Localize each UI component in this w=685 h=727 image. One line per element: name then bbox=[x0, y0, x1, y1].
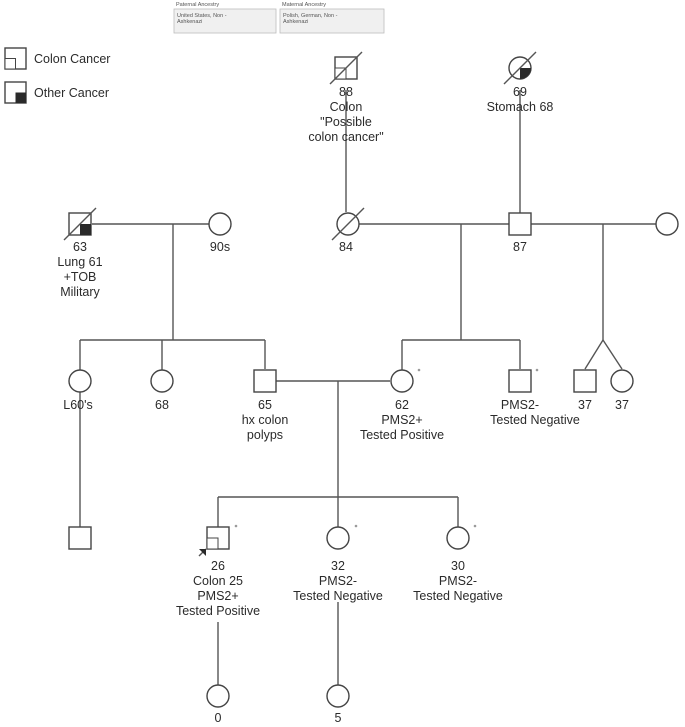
mother-symbol[interactable] bbox=[390, 369, 414, 393]
svg-text:30: 30 bbox=[451, 559, 465, 573]
niece-symbol[interactable] bbox=[326, 684, 350, 708]
maternal-grandmother-symbol[interactable] bbox=[331, 207, 365, 241]
sister-2-symbol[interactable] bbox=[446, 526, 470, 550]
svg-text:65: 65 bbox=[258, 398, 272, 412]
cousin-symbol[interactable] bbox=[68, 526, 92, 550]
maternal-ancestry-label: Maternal Ancestry bbox=[282, 2, 326, 8]
svg-text:Colon 25: Colon 25 bbox=[193, 574, 243, 588]
paternal-grandmother-label: 90s bbox=[210, 240, 230, 254]
genetic-test-marker bbox=[417, 368, 421, 372]
paternal-grandmother-symbol[interactable] bbox=[208, 212, 232, 236]
svg-text:PMS2-: PMS2- bbox=[319, 574, 357, 588]
father-label: 65 hx colon polyps bbox=[242, 398, 289, 442]
niece-label: 5 bbox=[335, 711, 342, 725]
proband-label: 26 Colon 25 PMS2+ Tested Positive bbox=[176, 559, 260, 618]
paternal-aunt-2-symbol[interactable] bbox=[150, 369, 174, 393]
svg-text:"Possible: "Possible bbox=[320, 115, 372, 129]
colon-cancer-legend-label: Colon Cancer bbox=[34, 52, 110, 66]
svg-text:PMS2-: PMS2- bbox=[501, 398, 539, 412]
relationship-lines bbox=[79, 90, 656, 685]
svg-text:polyps: polyps bbox=[247, 428, 283, 442]
svg-text:+TOB: +TOB bbox=[64, 270, 97, 284]
maternal-grandfather-symbol[interactable] bbox=[508, 212, 532, 236]
paternal-grandfather-symbol[interactable] bbox=[63, 207, 97, 241]
paternal-aunt-1-label: L60's bbox=[63, 398, 93, 412]
svg-text:Lung 61: Lung 61 bbox=[57, 255, 102, 269]
father-symbol[interactable] bbox=[253, 369, 277, 393]
maternal-ancestry-value-line2: Ashkenazi bbox=[283, 19, 308, 25]
genetic-test-marker bbox=[535, 368, 539, 372]
maternal-grandmother-label: 84 bbox=[339, 240, 353, 254]
genetic-test-marker bbox=[354, 524, 358, 528]
other-cancer-legend-icon bbox=[4, 81, 27, 104]
svg-text:Tested Positive: Tested Positive bbox=[176, 604, 260, 618]
svg-text:Colon: Colon bbox=[330, 100, 363, 114]
svg-text:Tested Negative: Tested Negative bbox=[490, 413, 580, 427]
paternal-ancestry-field[interactable]: Paternal Ancestry United States, Non - A… bbox=[173, 2, 277, 34]
svg-text:32: 32 bbox=[331, 559, 345, 573]
genetic-test-marker bbox=[473, 524, 477, 528]
svg-text:PMS2+: PMS2+ bbox=[197, 589, 238, 603]
twin-sister-symbol[interactable] bbox=[610, 369, 634, 393]
twin-brother-label: 37 bbox=[578, 398, 592, 412]
svg-text:PMS2-: PMS2- bbox=[439, 574, 477, 588]
maternal-uncle-symbol[interactable] bbox=[508, 369, 532, 393]
mother-label: 62 PMS2+ Tested Positive bbox=[360, 398, 444, 442]
sister-1-symbol[interactable] bbox=[326, 526, 350, 550]
proband-daughter-label: 0 bbox=[215, 711, 222, 725]
proband-arrow-icon bbox=[198, 548, 207, 557]
proband-daughter-symbol[interactable] bbox=[206, 684, 230, 708]
paternal-aunt-1-symbol[interactable] bbox=[68, 369, 92, 393]
svg-text:26: 26 bbox=[211, 559, 225, 573]
svg-text:Stomach 68: Stomach 68 bbox=[487, 100, 554, 114]
maternal-great-grandfather-symbol[interactable] bbox=[329, 51, 363, 85]
colon-cancer-legend-icon bbox=[4, 47, 27, 70]
grandfather-second-partner-symbol[interactable] bbox=[655, 212, 679, 236]
svg-text:62: 62 bbox=[395, 398, 409, 412]
sister-2-label: 30 PMS2- Tested Negative bbox=[413, 559, 503, 603]
other-cancer-legend-label: Other Cancer bbox=[34, 86, 109, 100]
svg-text:69: 69 bbox=[513, 85, 527, 99]
svg-text:hx colon: hx colon bbox=[242, 413, 289, 427]
twin-sister-label: 37 bbox=[615, 398, 629, 412]
legend: Colon Cancer Other Cancer bbox=[4, 47, 110, 104]
proband-symbol[interactable] bbox=[206, 526, 230, 550]
paternal-grandfather-label: 63 Lung 61 +TOB Military bbox=[57, 240, 102, 299]
maternal-uncle-label: PMS2- Tested Negative bbox=[490, 398, 580, 427]
svg-text:Tested Negative: Tested Negative bbox=[413, 589, 503, 603]
maternal-great-grandmother-label: 69 Stomach 68 bbox=[487, 85, 554, 114]
sister-1-label: 32 PMS2- Tested Negative bbox=[293, 559, 383, 603]
maternal-grandfather-label: 87 bbox=[513, 240, 527, 254]
svg-text:Tested Negative: Tested Negative bbox=[293, 589, 383, 603]
paternal-aunt-2-label: 68 bbox=[155, 398, 169, 412]
maternal-great-grandfather-label: 88 Colon "Possible colon cancer" bbox=[308, 85, 383, 144]
svg-text:Military: Military bbox=[60, 285, 100, 299]
svg-text:PMS2+: PMS2+ bbox=[381, 413, 422, 427]
paternal-ancestry-label: Paternal Ancestry bbox=[176, 2, 219, 8]
svg-text:Tested Positive: Tested Positive bbox=[360, 428, 444, 442]
svg-text:colon cancer": colon cancer" bbox=[308, 130, 383, 144]
maternal-ancestry-value-line1: Polish, German, Non - bbox=[283, 13, 338, 19]
svg-text:88: 88 bbox=[339, 85, 353, 99]
genetic-test-marker bbox=[234, 524, 238, 528]
maternal-great-grandmother-symbol[interactable] bbox=[503, 51, 537, 85]
paternal-ancestry-value-line1: United States, Non - bbox=[177, 13, 227, 19]
maternal-ancestry-field[interactable]: Maternal Ancestry Polish, German, Non - … bbox=[279, 2, 385, 34]
twin-brother-symbol[interactable] bbox=[573, 369, 597, 393]
svg-text:63: 63 bbox=[73, 240, 87, 254]
paternal-ancestry-value-line2: Ashkenazi bbox=[177, 19, 202, 25]
